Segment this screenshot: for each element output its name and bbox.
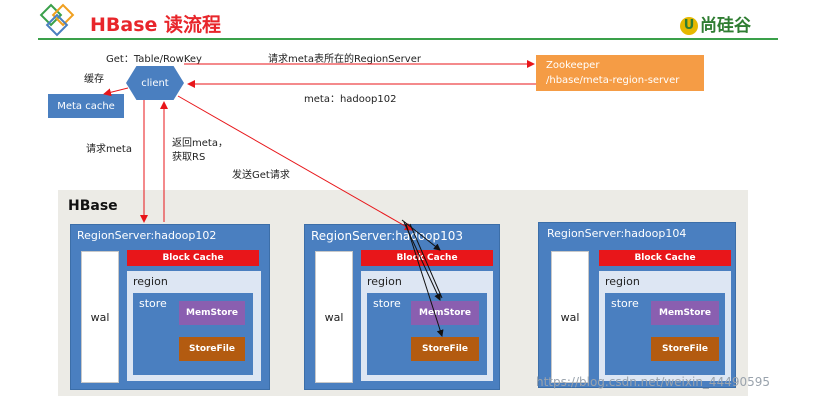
block-cache: Block Cache [599,250,731,266]
brand-icon: U [680,17,698,35]
label-request-meta: 请求meta [86,144,132,155]
wal-box: wal [315,251,353,383]
arrow-client-to-hadoop103 [177,95,413,231]
store-label: store [373,297,401,310]
logo-icon [39,3,75,37]
regionserver-hadoop104: RegionServer:hadoop104 wal Block Cache r… [538,222,736,388]
block-cache: Block Cache [127,250,259,266]
hbase-label: HBase [68,198,118,214]
region-label: region [133,275,168,288]
region-box: region store MemStore StoreFile [127,271,261,381]
client-node: client [126,66,184,100]
store-box: store MemStore StoreFile [367,293,487,375]
storefile: StoreFile [179,337,245,361]
store-label: store [139,297,167,310]
wal-box: wal [551,251,589,383]
store-label: store [611,297,639,310]
zookeeper-path: /hbase/meta-region-server [546,75,680,86]
memstore: MemStore [651,301,719,325]
regionserver-title: RegionServer:hadoop103 [311,229,464,243]
memstore: MemStore [411,301,479,325]
regionserver-title: RegionServer:hadoop104 [547,227,687,240]
storefile: StoreFile [651,337,719,361]
watermark: https://blog.csdn.net/weixin_44490595 [536,375,771,389]
region-label: region [605,275,640,288]
meta-cache-box: Meta cache [48,94,124,118]
region-box: region store MemStore StoreFile [599,271,731,381]
zookeeper-title: Zookeeper [546,60,600,71]
wal-box: wal [81,251,119,383]
label-meta-reply: meta：hadoop102 [304,94,397,105]
regionserver-hadoop103: RegionServer:hadoop103 wal Block Cache r… [304,224,500,390]
header-rule [38,38,778,40]
arrow-read-storefile [405,223,444,337]
regionserver-hadoop102: RegionServer:hadoop102 wal Block Cache r… [70,224,270,390]
arrow-read-blockcache [401,219,441,251]
store-box: store MemStore StoreFile [133,293,253,375]
block-cache: Block Cache [361,250,493,266]
zookeeper-box: Zookeeper /hbase/meta-region-server [536,55,704,91]
regionserver-title: RegionServer:hadoop102 [77,229,217,242]
arrow-read-storefile-2 [409,223,443,299]
label-send-get: 发送Get请求 [232,170,290,181]
label-ask-meta-server: 请求meta表所在的RegionServer [268,54,421,65]
label-return-meta-2: 获取RS [172,152,206,163]
brand-name: 尚硅谷 [700,16,751,36]
page-title: HBase 读流程 [90,14,222,36]
label-get-request: Get：Table/RowKey [106,54,202,65]
memstore: MemStore [179,301,245,325]
arrow-client-to-cache [103,87,129,97]
region-label: region [367,275,402,288]
label-return-meta-1: 返回meta， [172,138,228,149]
store-box: store MemStore StoreFile [605,293,725,375]
storefile: StoreFile [411,337,479,361]
label-cache: 缓存 [84,74,104,85]
